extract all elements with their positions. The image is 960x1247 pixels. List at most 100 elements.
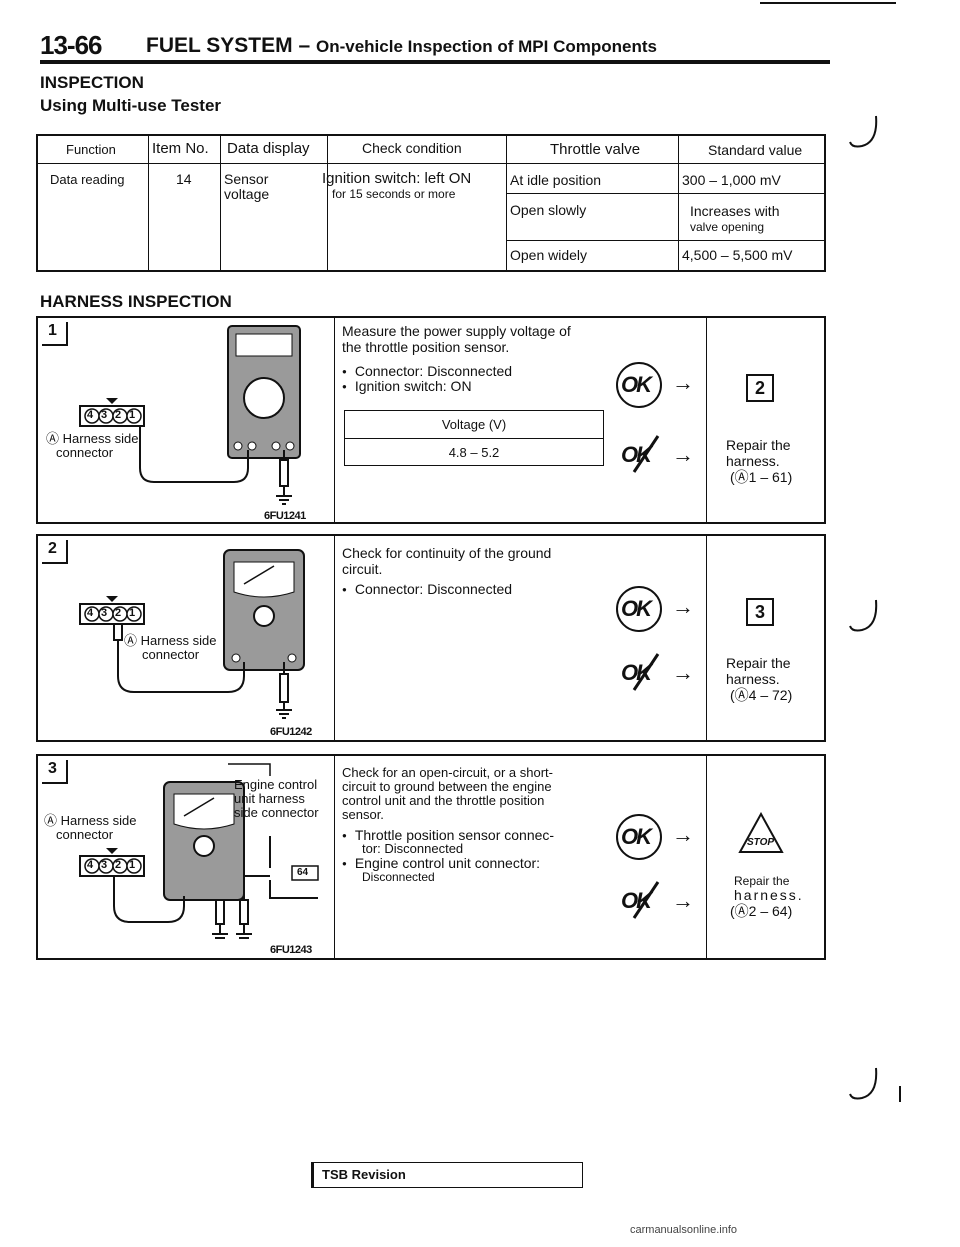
instruction-line3: control unit and the throttle position bbox=[342, 793, 545, 808]
probe-lead bbox=[117, 636, 245, 693]
repair-line1: Repair the bbox=[726, 655, 791, 671]
multimeter-diagram bbox=[79, 549, 305, 719]
ground-probe bbox=[279, 459, 289, 487]
probe-jack bbox=[271, 441, 281, 451]
instruction-line4: sensor. bbox=[342, 807, 384, 822]
step-number: 2 bbox=[42, 540, 68, 564]
section-title-main: FUEL SYSTEM – bbox=[146, 34, 311, 57]
step-divider bbox=[706, 318, 707, 522]
multimeter-display bbox=[235, 333, 293, 357]
function-value: Data reading bbox=[50, 172, 125, 187]
arrow-icon: → bbox=[672, 594, 694, 619]
footer-watermark: carmanualsonline.info bbox=[630, 1224, 738, 1236]
header-function: Function bbox=[66, 142, 116, 157]
instruction-line2: circuit to ground between the engine bbox=[342, 779, 552, 794]
arrow-icon: → bbox=[672, 442, 694, 467]
tester-heading: Using Multi-use Tester bbox=[40, 96, 222, 115]
tsb-revision-box: TSB Revision bbox=[311, 1162, 583, 1188]
pin-3: 3 bbox=[101, 607, 108, 619]
ok-label: OK bbox=[621, 372, 652, 397]
standard-row1: 300 – 1,000 mV bbox=[682, 172, 781, 188]
step-divider bbox=[334, 318, 335, 522]
bullet-continuation: Disconnected bbox=[362, 870, 435, 884]
arrow-icon: → bbox=[672, 888, 694, 913]
step-divider bbox=[334, 536, 335, 740]
connector-key-mark bbox=[106, 848, 118, 854]
figure-code: 6FU1241 bbox=[264, 510, 306, 522]
ecu-label-line2: unit harness bbox=[234, 791, 305, 806]
ok-circle bbox=[616, 586, 662, 632]
step-number: 3 bbox=[42, 760, 68, 784]
harness-label: Ⓐ Harness side bbox=[44, 813, 137, 828]
selector-dial bbox=[193, 835, 215, 857]
table-divider bbox=[345, 438, 603, 439]
leader-line bbox=[228, 763, 271, 776]
arrow-icon: → bbox=[672, 660, 694, 685]
pin-3: 3 bbox=[101, 859, 108, 871]
ok-circle bbox=[616, 814, 662, 860]
stop-triangle-icon bbox=[738, 812, 784, 853]
voltage-table: Voltage (V) 4.8 – 5.2 bbox=[344, 410, 604, 466]
arrow-icon: → bbox=[672, 370, 694, 395]
bullet-item: Connector: Disconnected bbox=[342, 582, 512, 597]
arrow-icon: → bbox=[672, 822, 694, 847]
pin-4: 4 bbox=[87, 859, 94, 871]
harness-label: Ⓐ Harness side bbox=[124, 633, 217, 648]
ground-symbol bbox=[276, 486, 292, 505]
step-number: 1 bbox=[42, 322, 68, 346]
connector-key-mark bbox=[106, 596, 118, 602]
pin-1: 1 bbox=[129, 409, 136, 421]
header-check-condition: Check condition bbox=[362, 140, 462, 156]
data-display-line2: voltage bbox=[224, 186, 270, 202]
pin-4: 4 bbox=[87, 607, 94, 619]
instruction-line2: circuit. bbox=[342, 561, 383, 577]
table-divider bbox=[148, 136, 149, 270]
ground-probe bbox=[279, 673, 289, 703]
voltage-value: 4.8 – 5.2 bbox=[448, 445, 500, 460]
standard-row2-line1: Increases with bbox=[690, 203, 780, 219]
ecu-label-line1: Engine control bbox=[234, 777, 318, 792]
top-rule bbox=[760, 2, 896, 4]
step-2: 2 4 3 2 1 Ⓐ Harness side connector 6FU12… bbox=[36, 534, 826, 742]
repair-ref: (Ⓐ1 – 61) bbox=[730, 469, 793, 485]
binding-mark bbox=[849, 1067, 901, 1102]
bullet-item: Throttle position sensor connec- bbox=[342, 828, 554, 843]
next-step-box: 3 bbox=[746, 598, 774, 626]
selector-dial bbox=[243, 377, 285, 419]
ground-probe bbox=[215, 899, 225, 925]
bullet-continuation: tor: Disconnected bbox=[362, 841, 464, 856]
binding-mark bbox=[849, 599, 878, 632]
step-3: 3 4 3 2 1 64 Ⓐ Harness side connector En… bbox=[36, 754, 826, 960]
ng-strike-icon bbox=[632, 881, 660, 919]
pin-1: 1 bbox=[129, 607, 136, 619]
figure-code: 6FU1242 bbox=[270, 726, 312, 738]
ecu-connector bbox=[291, 865, 319, 881]
probe-jack bbox=[285, 441, 295, 451]
throttle-row3: Open widely bbox=[510, 247, 588, 263]
multimeter-diagram bbox=[79, 325, 301, 505]
pin-2: 2 bbox=[115, 859, 122, 871]
instruction-line2: the throttle position sensor. bbox=[342, 339, 510, 355]
probe-lead bbox=[243, 836, 318, 900]
table-divider bbox=[220, 136, 221, 270]
meter-needle bbox=[243, 565, 275, 585]
ground-symbol bbox=[212, 924, 228, 939]
repair-line2: harness. bbox=[726, 671, 780, 687]
throttle-row1: At idle position bbox=[510, 172, 602, 188]
throttle-row2: Open slowly bbox=[510, 202, 587, 218]
probe-jack bbox=[247, 441, 257, 451]
pin-circle bbox=[126, 858, 142, 874]
bullet-item: Connector: Disconnected bbox=[342, 364, 512, 379]
selector-dial bbox=[253, 605, 275, 627]
table-divider bbox=[506, 136, 507, 270]
page-header: 13-66 FUEL SYSTEM – On-vehicle Inspectio… bbox=[40, 30, 830, 64]
repair-line2: harness. bbox=[726, 453, 780, 469]
header-standard-value: Standard value bbox=[708, 142, 803, 158]
ground-symbol bbox=[236, 924, 252, 939]
header-throttle-valve: Throttle valve bbox=[550, 141, 641, 158]
header-item-no: Item No. bbox=[152, 140, 209, 157]
ecu-pin: 64 bbox=[297, 867, 309, 878]
table-divider bbox=[327, 136, 328, 270]
instruction-line1: Check for continuity of the ground bbox=[342, 545, 552, 561]
instruction-line1: Check for an open-circuit, or a short- bbox=[342, 765, 553, 780]
